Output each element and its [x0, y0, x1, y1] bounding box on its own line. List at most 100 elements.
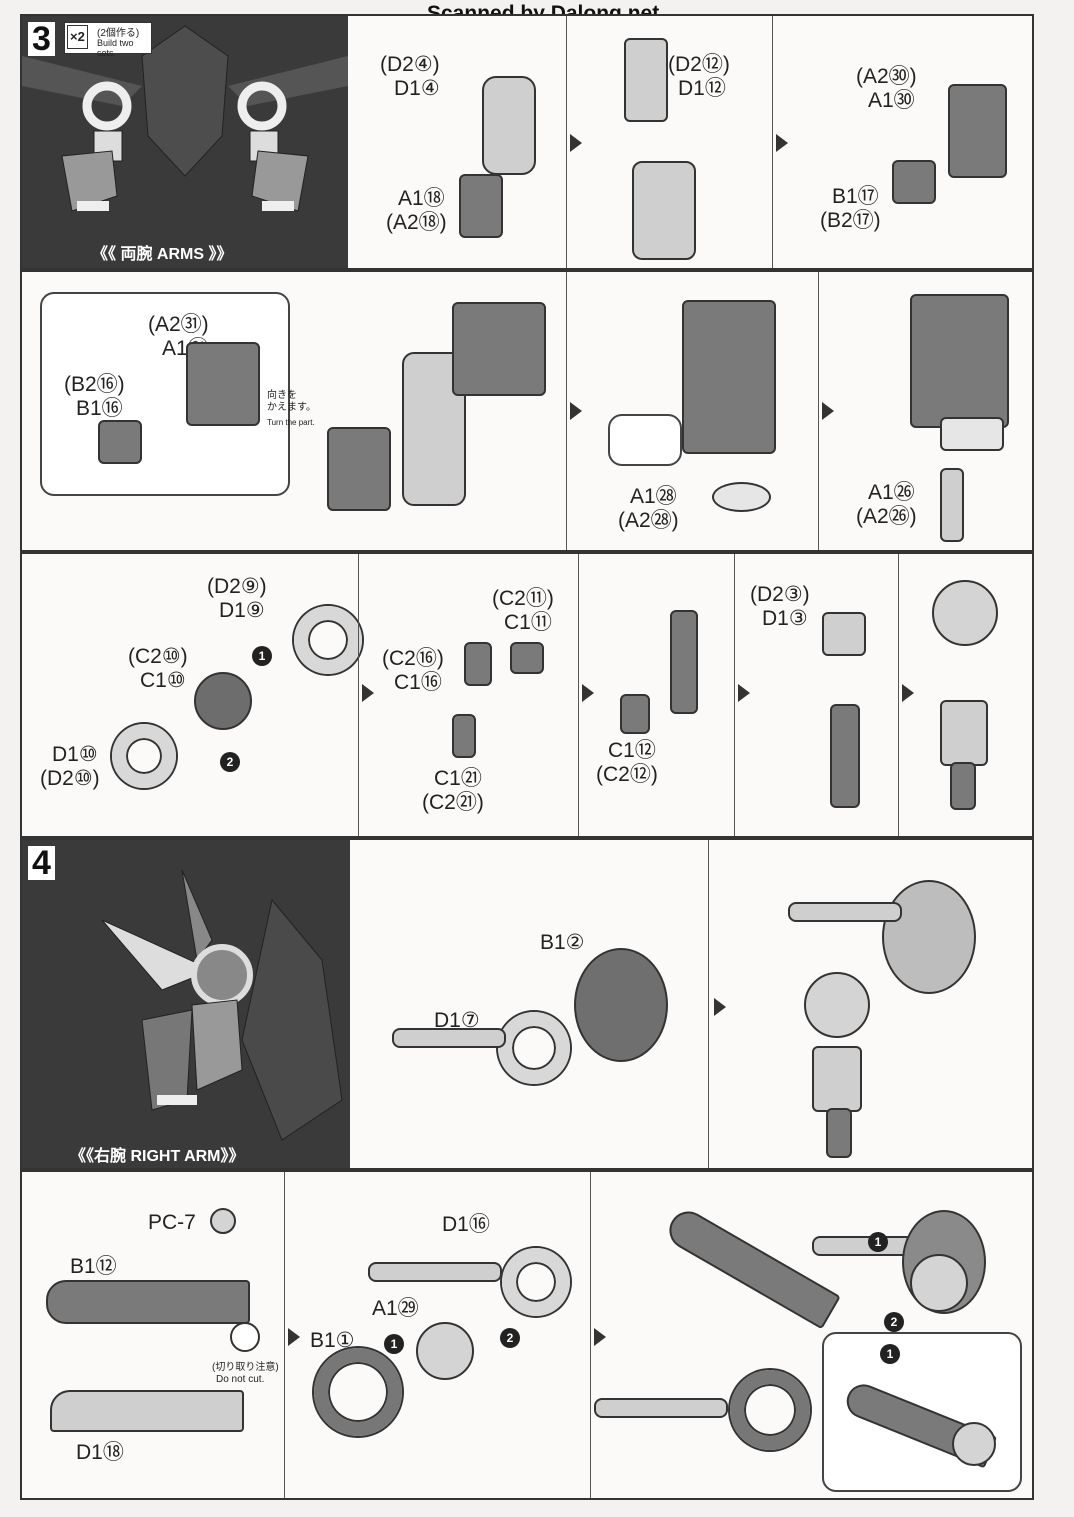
hex-part [892, 160, 936, 204]
elbow-part [624, 38, 668, 122]
shoulder-ring [502, 1248, 570, 1316]
next-arrow [288, 1328, 300, 1346]
section-label-right-arm: 《《右腕 RIGHT ARM》》 [70, 1148, 245, 1165]
part-label: (C2⑪) [492, 587, 554, 610]
polycap [210, 1208, 236, 1234]
armor-piece [459, 174, 503, 238]
shoulder-shell [574, 948, 668, 1062]
step-marker-1: 1 [880, 1344, 900, 1364]
part-label: (C2⑯) [382, 647, 444, 670]
divider [566, 272, 567, 550]
shoulder-part [482, 76, 536, 175]
step3-row3-panel: (D2⑨) D1⑨ (C2⑩) C1⑩ D1⑩ (D2⑩) 1 2 (C2⑪) … [20, 552, 1034, 838]
part-label: A1㉙ [372, 1297, 419, 1320]
ball-joint [194, 672, 252, 730]
part-label: (A2㉖) [856, 505, 917, 528]
step-marker-1: 1 [252, 646, 272, 666]
right-arm-illustration [101, 869, 343, 1141]
warning-jp: (切り取り注意) [212, 1362, 279, 1373]
upper-arm-assembly [402, 352, 466, 506]
divider [898, 554, 899, 836]
part-label: (C2⑩) [128, 645, 188, 668]
divider [566, 16, 567, 268]
part-label: D1④ [394, 77, 440, 100]
blade-part [368, 1262, 502, 1282]
part-label: B1⑰ [832, 185, 879, 208]
step-number-4: 4 [28, 846, 55, 880]
divider [818, 272, 819, 550]
divider [590, 1172, 591, 1498]
part-label: D1⑦ [434, 1009, 480, 1032]
blade-part [594, 1398, 728, 1418]
part-label: A1㉖ [868, 481, 915, 504]
part-label: C1⑯ [394, 671, 442, 694]
part-label: (D2④) [380, 53, 440, 76]
armor-piece [186, 342, 260, 426]
shoulder-ring [112, 724, 176, 788]
blade-part [392, 1028, 506, 1048]
part-label: (C2㉑) [422, 791, 484, 814]
divider [284, 1172, 285, 1498]
step-marker-2: 2 [884, 1312, 904, 1332]
step-marker-1: 1 [868, 1232, 888, 1252]
block-part [510, 642, 544, 674]
part-label: D1⑨ [219, 599, 265, 622]
next-arrow [738, 684, 750, 702]
shoulder-ring [294, 606, 362, 674]
next-arrow [902, 684, 914, 702]
armor-piece [327, 427, 391, 511]
hex-part [98, 420, 142, 464]
divider [578, 554, 579, 836]
step3-hero-image: 3 ×2 (2個作る) Build two sets. 《《 両腕 ARMS 》… [22, 16, 348, 268]
blade-part [812, 1236, 916, 1256]
part-label: C1㉑ [434, 767, 482, 790]
part-label: (B2⑯) [64, 373, 125, 396]
cap-part [812, 1046, 862, 1112]
part-label: B1⑯ [76, 397, 123, 420]
part-label: A1㉘ [630, 485, 677, 508]
next-arrow [582, 684, 594, 702]
next-arrow [594, 1328, 606, 1346]
part-label: D1③ [762, 607, 808, 630]
divider [772, 16, 773, 268]
peg-part [950, 762, 976, 810]
part-label: (A2⑱) [386, 211, 447, 234]
forearm-part [632, 161, 696, 260]
part-label: B1① [310, 1329, 355, 1352]
step-marker-2: 2 [220, 752, 240, 772]
part-label: D1⑱ [76, 1441, 124, 1464]
next-arrow [822, 402, 834, 420]
forearm-assembly [910, 294, 1009, 428]
part-label: A1㉚ [868, 89, 915, 112]
section-label-arms: 《《 両腕 ARMS 》》 [92, 246, 233, 263]
part-label: (D2⑨) [207, 575, 267, 598]
build-two-badge: ×2 (2個作る) Build two sets. [64, 22, 152, 58]
shoulder-shell [882, 880, 976, 994]
multiplier: ×2 [67, 25, 88, 49]
part-label: C1⑪ [504, 611, 552, 634]
step-marker-1: 1 [384, 1334, 404, 1354]
part-label: D1⑯ [442, 1213, 490, 1236]
part-label: (D2③) [750, 583, 810, 606]
turn-note-en: Turn the part. [267, 418, 315, 427]
part-label: D1⑫ [678, 77, 726, 100]
ball-joint [952, 1422, 996, 1466]
detail-callout [608, 414, 682, 466]
step3-row1-panel: 3 ×2 (2個作る) Build two sets. 《《 両腕 ARMS 》… [20, 14, 1034, 270]
part-label: (C2⑫) [596, 763, 658, 786]
ball-joint [910, 1254, 968, 1312]
next-arrow [570, 134, 582, 152]
next-arrow [714, 998, 726, 1016]
wrist-collar [940, 417, 1004, 451]
next-arrow [570, 402, 582, 420]
part-label: B1⑫ [70, 1255, 117, 1278]
divider [708, 840, 709, 1168]
part-label: C1⑩ [140, 669, 186, 692]
cap-part [940, 700, 988, 766]
block-part [670, 610, 698, 714]
shoulder-ring [730, 1370, 810, 1450]
blade-armor [662, 1204, 841, 1330]
divider [734, 554, 735, 836]
part-label: D1⑩ [52, 743, 98, 766]
part-label: B1② [540, 931, 585, 954]
